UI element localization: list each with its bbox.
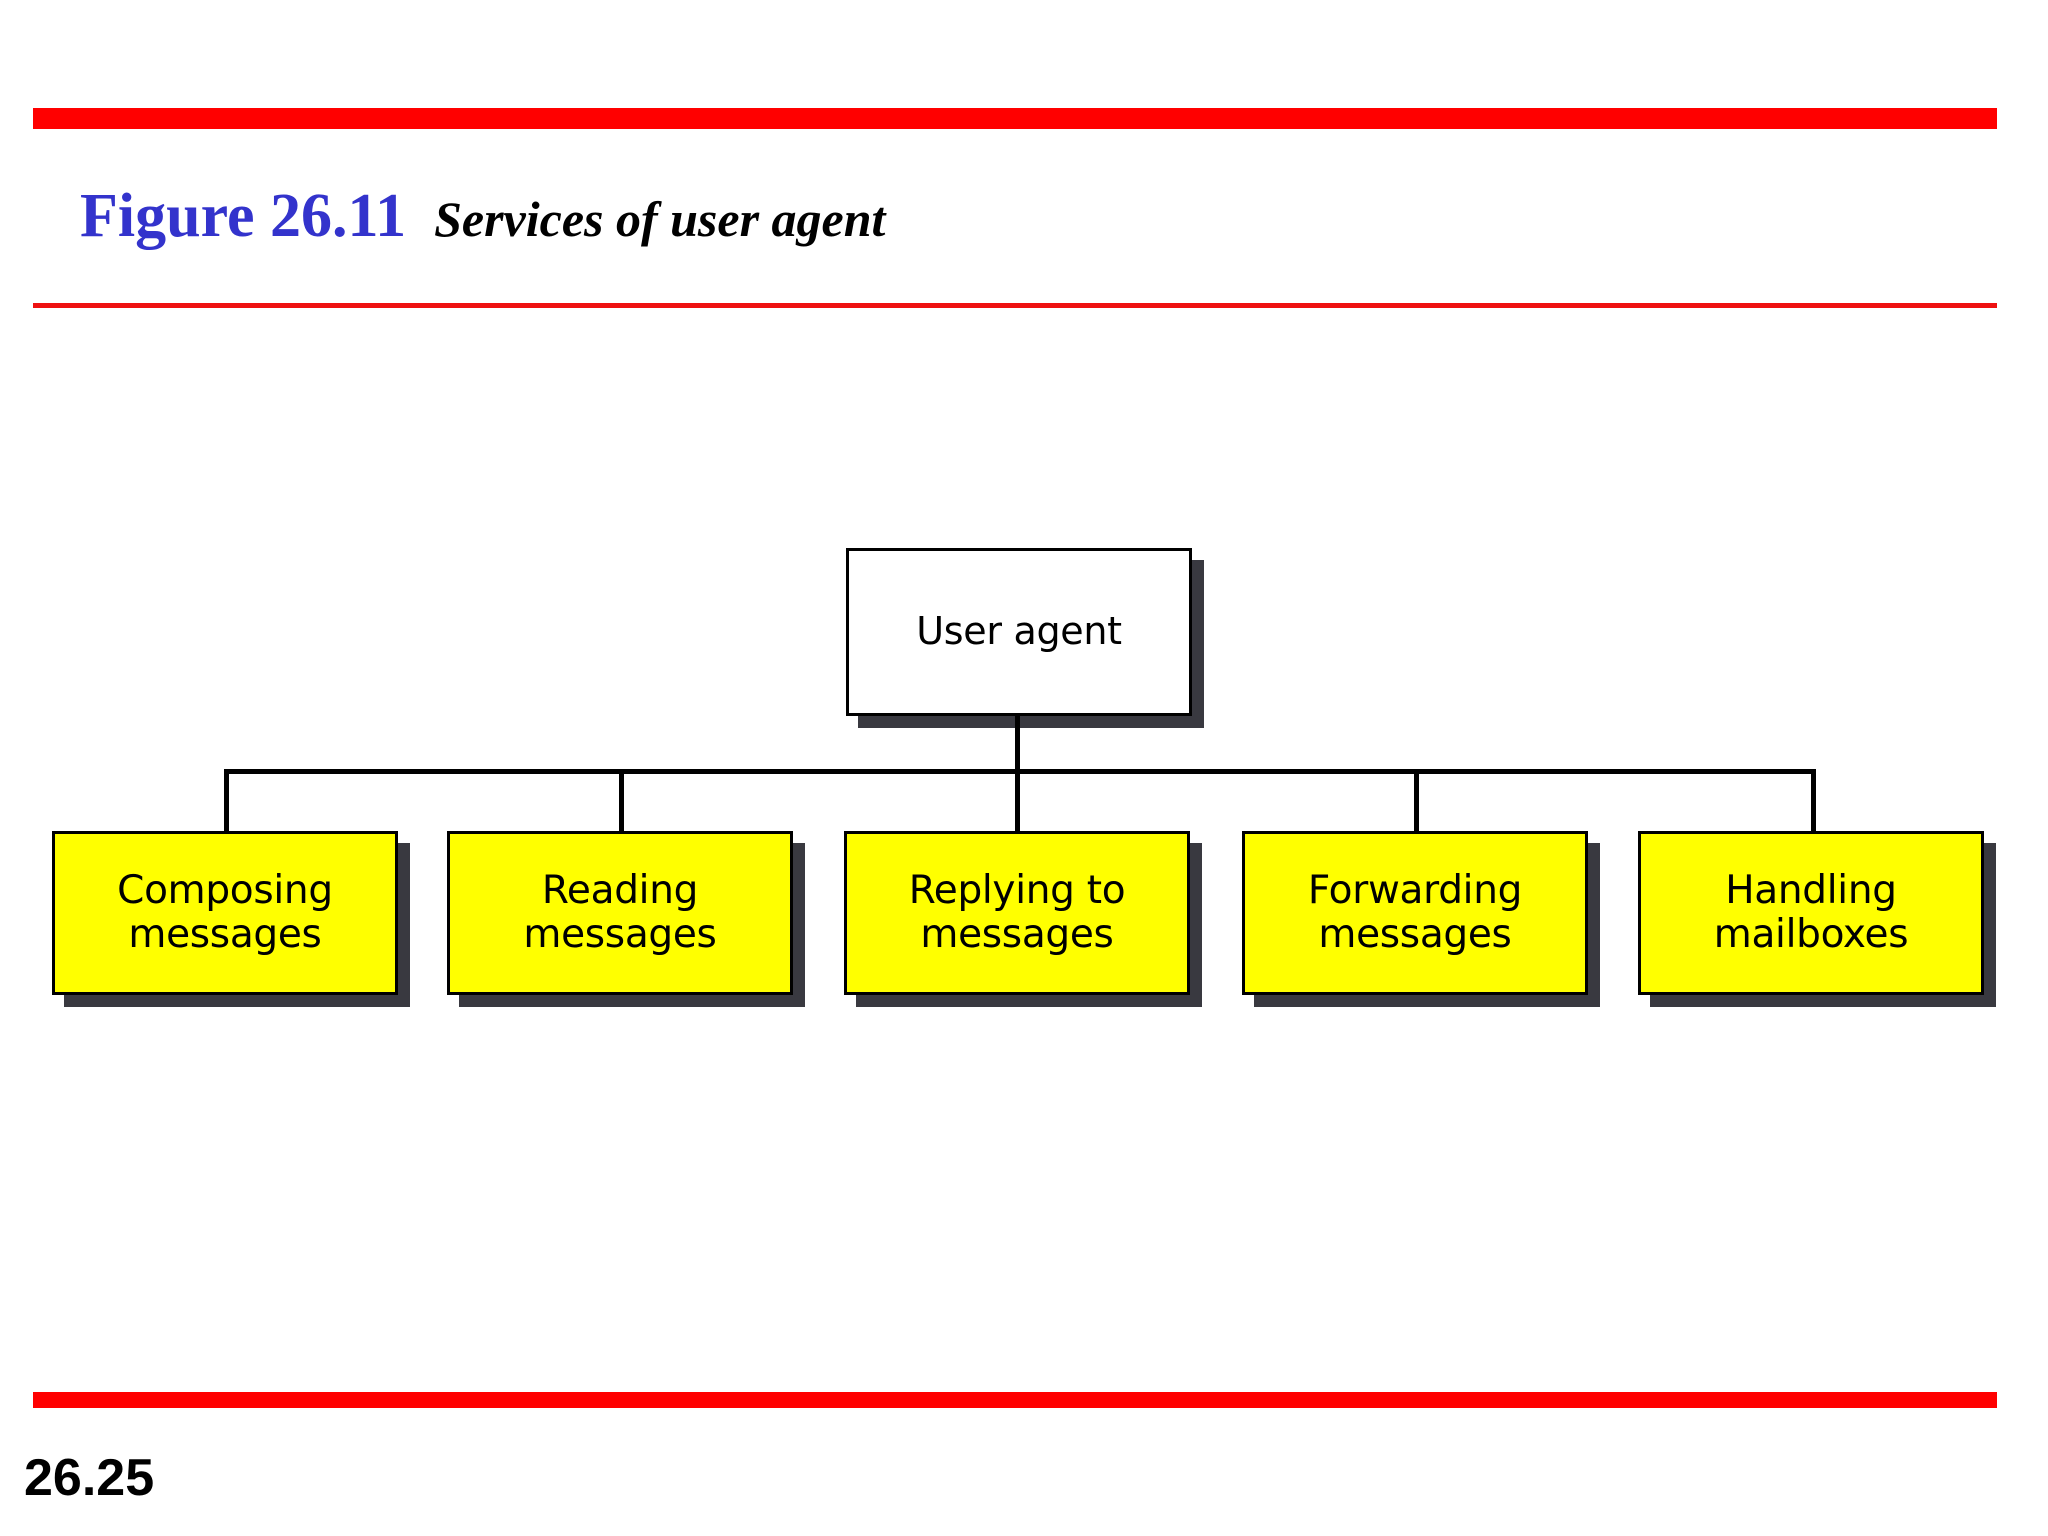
connector-horizontal-bus [224,769,1816,774]
label-line-2: mailboxes [1713,912,1909,957]
node-forwarding-messages-label: Forwarding messages [1308,869,1522,956]
figure-label: Figure 26.11 [80,182,407,250]
slide-title: Figure 26.11 Services of user agent [80,185,885,253]
top-red-bar [33,108,1997,129]
node-replying-to-messages-label: Replying to messages [909,869,1126,956]
label-line-2: messages [523,912,717,957]
connector-drop-5 [1811,769,1816,833]
page-number: 26.25 [24,1449,155,1507]
label-line-2: messages [920,912,1114,957]
node-composing-messages-label: Composing messages [117,869,333,956]
connector-root-stem [1015,716,1020,774]
connector-drop-2 [619,769,624,833]
connector-drop-1 [224,769,229,833]
node-handling-mailboxes-label: Handling mailboxes [1713,868,1909,957]
connector-drop-4 [1414,769,1419,833]
node-replying-to-messages: Replying to messages [844,831,1190,995]
figure-caption: Services of user agent [434,191,886,247]
connector-drop-3 [1015,769,1020,833]
label-line-1: Composing [117,868,333,914]
label-line-1: Replying to [908,868,1126,914]
label-line-1: Forwarding [1307,868,1523,914]
label-line-1: Handling [1725,868,1897,914]
title-divider-rule [33,303,1997,308]
node-reading-messages-label: Reading messages [523,868,717,957]
node-user-agent: User agent [846,548,1192,716]
node-handling-mailboxes: Handling mailboxes [1638,831,1984,995]
node-forwarding-messages: Forwarding messages [1242,831,1588,995]
label-line-1: Reading [541,868,699,914]
label-line-2: messages [1318,912,1512,957]
label-line-2: messages [128,912,322,957]
node-composing-messages: Composing messages [52,831,398,995]
bottom-red-bar [33,1392,1997,1408]
node-reading-messages: Reading messages [447,831,793,995]
node-user-agent-label: User agent [916,609,1122,654]
